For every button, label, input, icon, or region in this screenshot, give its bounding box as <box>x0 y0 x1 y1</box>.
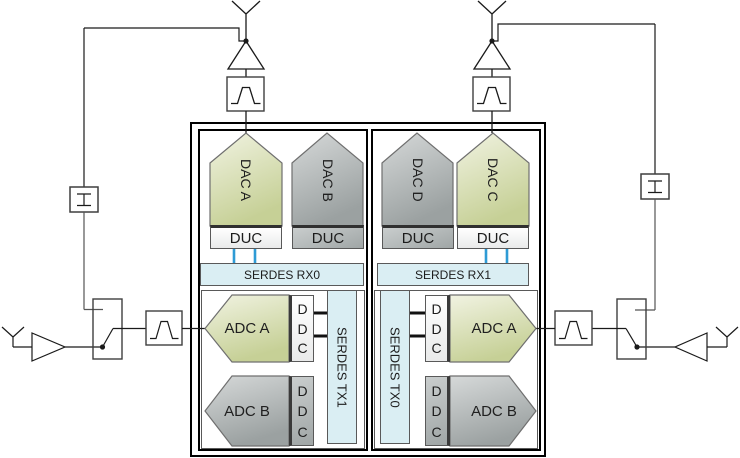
duc-serdes-link-left <box>232 248 257 263</box>
rx-antenna-right-icon <box>715 326 739 347</box>
serdes-tx0-bar: SERDES TX0 <box>380 290 410 444</box>
adc-b-right-label: ADC B <box>471 402 517 420</box>
adc-a-right-block <box>449 294 537 363</box>
dac-c-label-wrap: DAC C <box>457 135 529 225</box>
dac-c-block <box>456 132 530 227</box>
bandpass-filter-rx-left-icon <box>145 310 183 346</box>
feedback-rail-left <box>69 27 249 311</box>
ddc-letter: C <box>297 340 308 357</box>
junction-dot-left <box>243 38 249 44</box>
dac-d-label-wrap: DAC D <box>382 135 454 225</box>
dac-c-label: DAC C <box>485 158 501 202</box>
duc-label: DUC <box>311 229 345 247</box>
ddc-letter: D <box>297 320 308 337</box>
serdes-connectors <box>232 248 509 263</box>
tx-chain-right <box>472 0 512 133</box>
ddc-box-adc-a-right: D D C <box>425 295 450 362</box>
duc-box-dac-a: DUC <box>210 225 282 249</box>
duc-box-dac-d: DUC <box>382 225 454 249</box>
bandpass-filter-tx-left-icon <box>226 76 265 112</box>
adc-a-right-label: ADC A <box>471 320 517 337</box>
serdes-rx1-bar: SERDES RX1 <box>377 263 529 286</box>
duc-serdes-link-right <box>484 248 509 263</box>
ddc-letter: D <box>297 382 308 399</box>
dac-a-block <box>209 132 283 227</box>
serdes-tx1-label: SERDES TX1 <box>334 326 350 408</box>
antenna-tap-right <box>492 23 655 42</box>
adc-b-right-block <box>449 375 537 447</box>
serdes-rx0-bar: SERDES RX0 <box>200 263 364 286</box>
dac-d-label: DAC D <box>410 158 426 202</box>
lna-left-icon <box>31 332 67 362</box>
tx-antenna-left-icon <box>231 0 261 41</box>
power-amplifier-right-icon <box>472 39 512 70</box>
serdes-rx0-label: SERDES RX0 <box>243 267 321 282</box>
ddc-letter: D <box>431 320 442 337</box>
duc-label: DUC <box>229 229 263 247</box>
dac-b-block <box>291 132 364 227</box>
converter-blocks <box>204 132 537 447</box>
dac-b-label-wrap: DAC B <box>292 135 364 225</box>
rx-chain-right <box>536 298 739 362</box>
feedback-rail-right <box>489 23 670 311</box>
bandpass-filter-rx-right-icon <box>554 310 593 346</box>
serdes-tx0-label: SERDES TX0 <box>387 326 403 408</box>
bandpass-filter-tx-right-icon <box>472 76 511 112</box>
tx-antenna-right-icon <box>477 0 507 41</box>
ddc-letter: C <box>297 423 308 440</box>
antenna-tap-left <box>84 27 246 42</box>
ddc-letter: D <box>297 403 308 419</box>
ddc-letter: D <box>431 300 442 317</box>
ddc-box-adc-b-left: D D C <box>289 376 314 446</box>
dac-a-label: DAC A <box>238 158 254 201</box>
ddc-letter: D <box>431 403 442 419</box>
junction-dot-right <box>489 38 495 44</box>
duc-box-dac-b: DUC <box>292 225 364 249</box>
lna-right-icon <box>673 332 708 362</box>
dc-block-left-icon <box>69 186 99 213</box>
power-amplifier-left-icon <box>226 39 266 70</box>
dac-d-block <box>381 132 454 227</box>
tx-chain-left <box>226 0 266 133</box>
ddc-letter: D <box>431 382 442 399</box>
adc-b-left-label: ADC B <box>224 402 270 420</box>
rx-chain-left <box>1 298 205 362</box>
ddc-letter: C <box>431 340 442 357</box>
dac-a-label-wrap: DAC A <box>210 135 282 225</box>
duc-label: DUC <box>401 229 435 247</box>
ddc-connectors <box>311 311 426 338</box>
rx-antenna-left-icon <box>1 326 25 347</box>
dc-block-right-icon <box>640 173 670 200</box>
ddc-letter: D <box>297 300 308 317</box>
duc-label: DUC <box>476 229 510 247</box>
ddc-letter: C <box>431 423 442 440</box>
dac-b-label: DAC B <box>320 158 336 202</box>
ddc-serdes-link-left <box>311 311 327 338</box>
serdes-tx1-bar: SERDES TX1 <box>327 290 357 444</box>
ddc-box-adc-b-right: D D C <box>425 376 450 446</box>
ddc-box-adc-a-left: D D C <box>289 295 314 362</box>
duc-box-dac-c: DUC <box>457 225 529 249</box>
ddc-serdes-link-right <box>410 311 426 338</box>
serdes-rx1-label: SERDES RX1 <box>414 267 492 282</box>
adc-a-left-label: ADC A <box>224 320 270 337</box>
